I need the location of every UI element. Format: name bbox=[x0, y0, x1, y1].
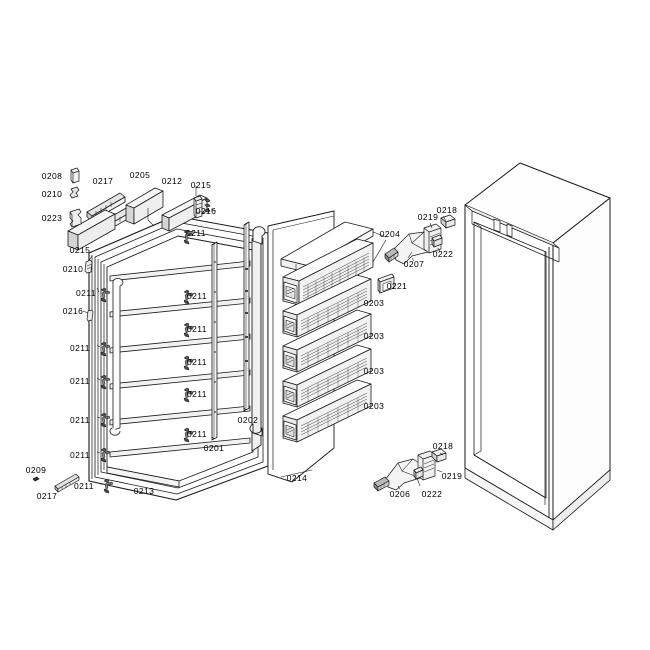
label-0211-right-2: 0211 bbox=[187, 291, 207, 301]
label-0212: 0212 bbox=[161, 176, 183, 186]
label-0210: 0210 bbox=[41, 189, 63, 199]
label-0219-top: 0219 bbox=[417, 212, 439, 222]
label-0203-1: 0203 bbox=[363, 298, 385, 308]
bin-end-cover-0221 bbox=[377, 273, 395, 294]
label-0203-2: 0203 bbox=[363, 331, 385, 341]
vertical-rail-0201 bbox=[211, 241, 218, 441]
label-0211-left-3: 0211 bbox=[70, 376, 90, 386]
small-parts-top-left bbox=[69, 167, 82, 228]
vertical-rail-0202 bbox=[243, 221, 250, 412]
label-0205: 0205 bbox=[129, 170, 151, 180]
label-0201: 0201 bbox=[203, 443, 225, 453]
label-0218-bot: 0218 bbox=[432, 441, 454, 451]
label-0202: 0202 bbox=[237, 415, 259, 425]
label-0213: 0213 bbox=[133, 486, 155, 496]
door-bin bbox=[282, 309, 372, 373]
label-0217-bot: 0217 bbox=[36, 491, 58, 501]
label-0207: 0207 bbox=[403, 259, 425, 269]
label-0211-right-6: 0211 bbox=[187, 429, 207, 439]
bottom-hinge-assembly bbox=[373, 448, 447, 492]
door-outer-panel-0213 bbox=[88, 215, 269, 501]
door-bin bbox=[282, 379, 372, 443]
label-0215-top: 0215 bbox=[190, 180, 212, 190]
label-0221: 0221 bbox=[386, 281, 408, 291]
top-hinge-assembly bbox=[384, 214, 456, 265]
label-0204: 0204 bbox=[379, 229, 401, 239]
label-0211-left-4: 0211 bbox=[70, 415, 90, 425]
clip-column-left bbox=[96, 287, 114, 494]
label-0222-top: 0222 bbox=[432, 249, 454, 259]
cabinet-body bbox=[464, 162, 611, 531]
label-0216-top: 0216 bbox=[195, 206, 217, 216]
door-bins-0203 bbox=[282, 274, 372, 443]
bracket-parts-mid-left bbox=[82, 255, 94, 322]
label-0211-right-3: 0211 bbox=[187, 324, 207, 334]
label-0214: 0214 bbox=[286, 473, 308, 483]
bracket-parts-0215-0216 bbox=[193, 186, 217, 219]
label-0203-3: 0203 bbox=[363, 366, 385, 376]
label-0206: 0206 bbox=[389, 489, 411, 499]
label-0211-left-5: 0211 bbox=[70, 450, 90, 460]
top-bin-0204 bbox=[280, 221, 387, 306]
door-bin bbox=[282, 344, 372, 408]
label-0217-top: 0217 bbox=[92, 176, 114, 186]
label-0211-left-2: 0211 bbox=[70, 343, 90, 353]
label-0203-4: 0203 bbox=[363, 401, 385, 411]
top-trim-parts bbox=[67, 187, 208, 251]
label-0223: 0223 bbox=[41, 213, 63, 223]
label-0209: 0209 bbox=[25, 465, 47, 475]
label-0211-left-1: 0211 bbox=[76, 288, 96, 298]
label-0215-mid: 0215 bbox=[69, 245, 91, 255]
label-0208: 0208 bbox=[41, 171, 63, 181]
label-0222-bot: 0222 bbox=[421, 489, 443, 499]
label-0211-right-4: 0211 bbox=[187, 357, 207, 367]
label-0216-mid: 0216 bbox=[62, 306, 84, 316]
door-bin bbox=[282, 274, 372, 338]
label-0211-left-6: 0211 bbox=[74, 481, 94, 491]
label-0218-top: 0218 bbox=[436, 205, 458, 215]
label-0210-mid: 0210 bbox=[62, 264, 84, 274]
label-0211-right-5: 0211 bbox=[187, 389, 207, 399]
clip-column-right bbox=[183, 229, 194, 443]
label-0219-bot: 0219 bbox=[441, 471, 463, 481]
label-0211-right-1: 0211 bbox=[186, 228, 206, 238]
small-parts-bottom-left bbox=[32, 473, 80, 493]
